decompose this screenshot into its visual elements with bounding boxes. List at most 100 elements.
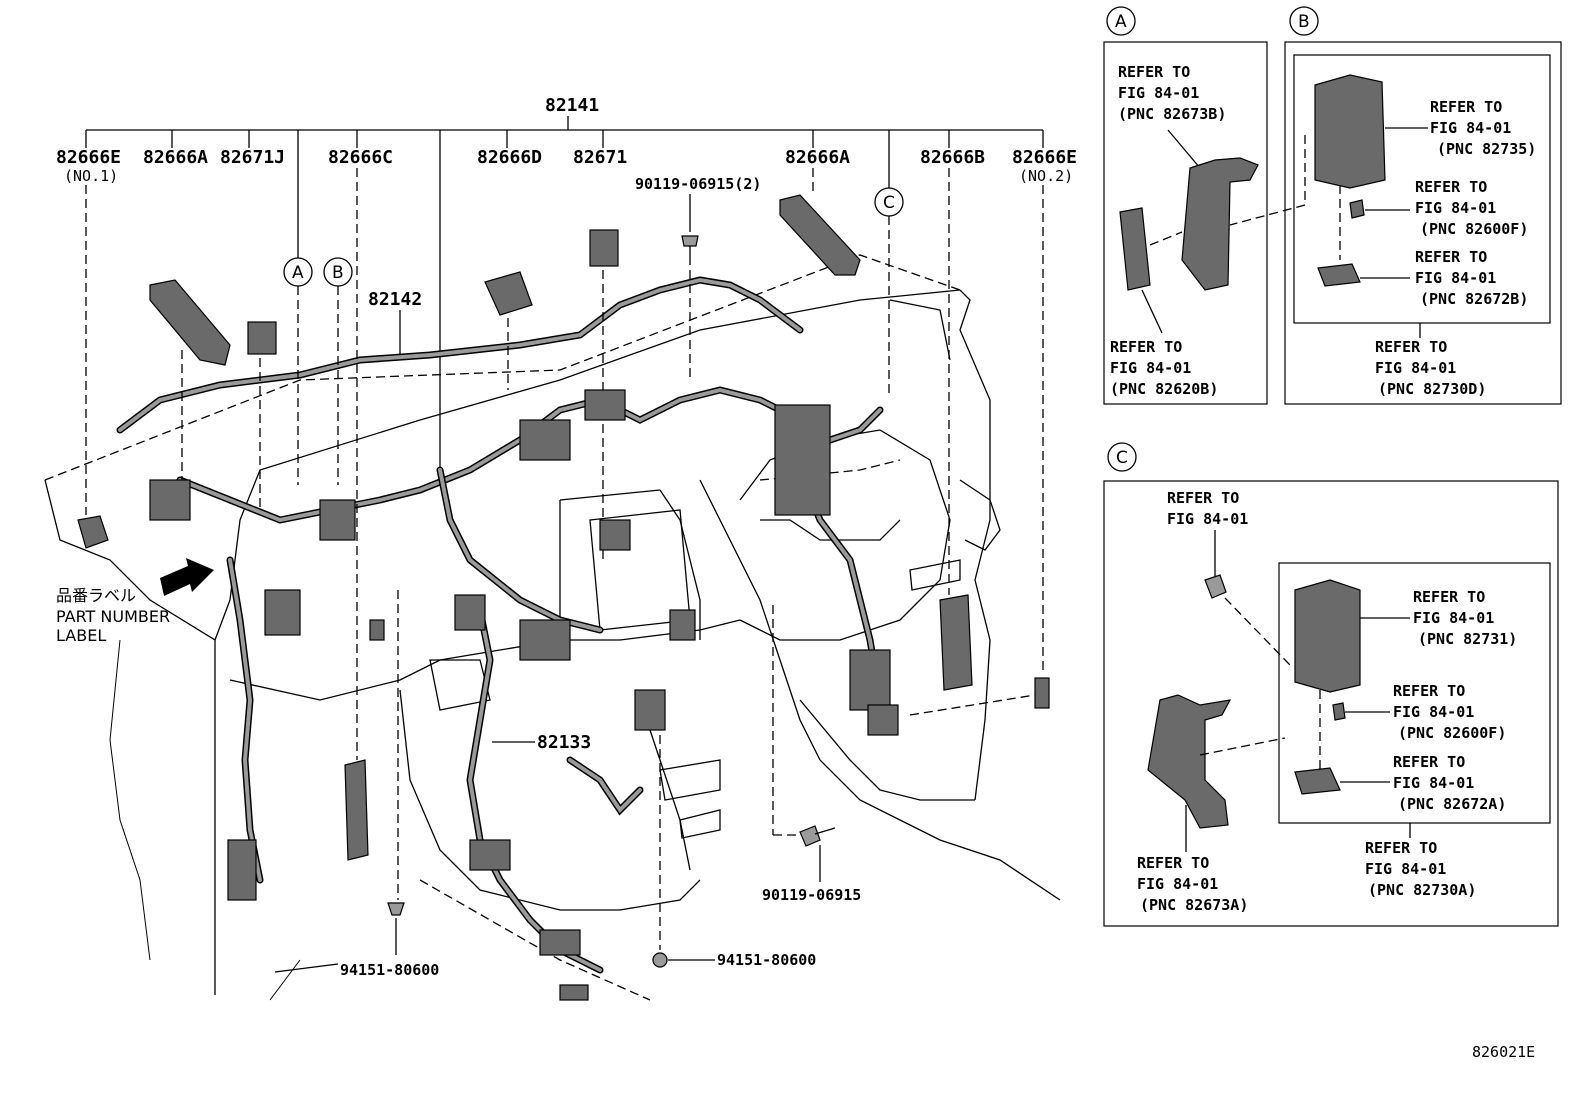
svg-text:FIG 84-01: FIG 84-01 bbox=[1137, 875, 1218, 893]
svg-text:REFER TO: REFER TO bbox=[1110, 338, 1182, 356]
bracket-c bbox=[1147, 694, 1232, 829]
svg-text:REFER TO: REFER TO bbox=[1365, 839, 1437, 857]
svg-text:(PNC 82731): (PNC 82731) bbox=[1418, 630, 1517, 648]
svg-text:(PNC 82600F): (PNC 82600F) bbox=[1420, 220, 1528, 238]
svg-text:FIG 84-01: FIG 84-01 bbox=[1393, 774, 1474, 792]
label-part-number: PART NUMBER bbox=[56, 607, 170, 626]
svg-text:FIG 84-01: FIG 84-01 bbox=[1415, 199, 1496, 217]
bracket-a bbox=[1181, 157, 1259, 291]
svg-text:REFER TO: REFER TO bbox=[1118, 63, 1190, 81]
label-82671j[interactable]: 82671J bbox=[220, 147, 285, 168]
label-no1: (NO.1) bbox=[64, 167, 118, 185]
svg-text:A: A bbox=[292, 263, 304, 283]
svg-text:REFER TO: REFER TO bbox=[1413, 588, 1485, 606]
svg-text:(PNC 82735): (PNC 82735) bbox=[1437, 140, 1536, 158]
svg-text:REFER TO: REFER TO bbox=[1415, 178, 1487, 196]
connector-82666e-no1[interactable] bbox=[77, 185, 109, 549]
detail-c-callout bbox=[1107, 442, 1137, 472]
relay-82671j[interactable] bbox=[247, 321, 277, 510]
label-bolt-top[interactable]: 90119-06915(2) bbox=[635, 175, 761, 193]
svg-text:FIG 84-01: FIG 84-01 bbox=[1430, 119, 1511, 137]
svg-text:(PNC 82600F): (PNC 82600F) bbox=[1398, 724, 1506, 742]
label-82666e-no1[interactable]: 82666E bbox=[56, 147, 121, 168]
clip-right[interactable]: 94151-80600 bbox=[652, 735, 816, 969]
svg-text:C: C bbox=[883, 193, 895, 213]
svg-text:REFER TO: REFER TO bbox=[1393, 682, 1465, 700]
svg-text:REFER TO: REFER TO bbox=[1137, 854, 1209, 872]
svg-text:(PNC 82673B): (PNC 82673B) bbox=[1118, 105, 1226, 123]
label-no2: (NO.2) bbox=[1019, 167, 1073, 185]
label-82671[interactable]: 82671 bbox=[573, 147, 627, 168]
label-82133[interactable]: 82133 bbox=[537, 732, 591, 753]
junction-connector-a bbox=[1119, 207, 1151, 291]
svg-text:FIG 84-01: FIG 84-01 bbox=[1365, 860, 1446, 878]
label-82666a-left[interactable]: 82666A bbox=[143, 147, 208, 168]
svg-text:FIG 84-01: FIG 84-01 bbox=[1393, 703, 1474, 721]
junction-blocks bbox=[149, 389, 899, 1001]
label-jp: 品番ラベル bbox=[56, 586, 136, 605]
label-82666c[interactable]: 82666C bbox=[328, 147, 393, 168]
callout-b[interactable]: B bbox=[323, 257, 353, 287]
bracket-drops bbox=[85, 130, 1044, 470]
clip-c bbox=[1332, 702, 1346, 721]
svg-text:FIG 84-01: FIG 84-01 bbox=[1167, 510, 1248, 528]
figure-code: 826021E bbox=[1472, 1043, 1535, 1061]
label-label: LABEL bbox=[56, 626, 106, 645]
detail-a-callout bbox=[1106, 6, 1136, 36]
bolt-bottom[interactable]: 90119-06915 bbox=[762, 605, 861, 904]
svg-text:REFER TO: REFER TO bbox=[1167, 489, 1239, 507]
svg-text:C: C bbox=[1116, 448, 1128, 468]
callout-a[interactable]: A bbox=[283, 257, 313, 287]
clip-left[interactable]: 94151-80600 bbox=[274, 590, 439, 979]
label-clip-right[interactable]: 94151-80600 bbox=[717, 951, 816, 969]
connector-82666b[interactable] bbox=[939, 168, 973, 691]
clip-b bbox=[1349, 199, 1365, 219]
svg-text:REFER TO: REFER TO bbox=[1430, 98, 1502, 116]
svg-text:(PNC 82730D): (PNC 82730D) bbox=[1378, 380, 1486, 398]
svg-text:A: A bbox=[1115, 12, 1127, 32]
wire-harness-82133[interactable] bbox=[466, 606, 644, 974]
connector-82666d[interactable] bbox=[484, 271, 533, 390]
svg-text:B: B bbox=[332, 263, 344, 283]
main-diagram: 82141 82666E (NO.1) 82666A 82671J 82666C… bbox=[44, 95, 1077, 1001]
svg-text:REFER TO: REFER TO bbox=[1375, 338, 1447, 356]
arrow-icon bbox=[160, 558, 214, 596]
connector-82666c[interactable] bbox=[344, 168, 369, 861]
svg-text:(PNC 82672A): (PNC 82672A) bbox=[1398, 795, 1506, 813]
detail-b-callout bbox=[1289, 6, 1319, 36]
label-82142[interactable]: 82142 bbox=[368, 289, 422, 310]
detail-b: B REFER TO FIG 84-01 (PNC 82735) REFER T… bbox=[1229, 6, 1562, 405]
svg-text:(PNC 82730A): (PNC 82730A) bbox=[1368, 881, 1476, 899]
svg-text:(PNC 82620B): (PNC 82620B) bbox=[1110, 380, 1218, 398]
label-82666b[interactable]: 82666B bbox=[920, 147, 985, 168]
svg-text:REFER TO: REFER TO bbox=[1393, 753, 1465, 771]
label-82666d[interactable]: 82666D bbox=[477, 147, 542, 168]
label-clip-left[interactable]: 94151-80600 bbox=[340, 961, 439, 979]
detail-b-inner-panel bbox=[1293, 54, 1551, 324]
connector-82666a-left[interactable] bbox=[149, 279, 231, 500]
label-82666e-no2[interactable]: 82666E bbox=[1012, 147, 1077, 168]
wire-harness-82142[interactable] bbox=[116, 276, 804, 434]
bolt-top[interactable] bbox=[681, 235, 699, 380]
cover-b bbox=[1317, 263, 1361, 287]
label-82141[interactable]: 82141 bbox=[545, 95, 599, 116]
svg-text:B: B bbox=[1298, 12, 1310, 32]
svg-text:(PNC 82672B): (PNC 82672B) bbox=[1420, 290, 1528, 308]
cover-c bbox=[1294, 767, 1341, 795]
svg-text:FIG 84-01: FIG 84-01 bbox=[1110, 359, 1191, 377]
ecu-c bbox=[1294, 579, 1361, 693]
connector-82666e-no2[interactable] bbox=[909, 185, 1050, 716]
callout-c[interactable]: C bbox=[874, 187, 904, 217]
ecu-b bbox=[1314, 74, 1386, 189]
label-82666a-right[interactable]: 82666A bbox=[785, 147, 850, 168]
detail-c-inner-panel bbox=[1278, 562, 1551, 824]
svg-text:(PNC 82673A): (PNC 82673A) bbox=[1140, 896, 1248, 914]
connector-82666a-right[interactable] bbox=[779, 168, 861, 276]
bolt-c bbox=[1204, 574, 1227, 599]
label-bolt-bottom[interactable]: 90119-06915 bbox=[762, 886, 861, 904]
svg-text:REFER TO: REFER TO bbox=[1415, 248, 1487, 266]
detail-b-outer-panel bbox=[1284, 41, 1562, 405]
detail-a-panel bbox=[1103, 41, 1268, 405]
